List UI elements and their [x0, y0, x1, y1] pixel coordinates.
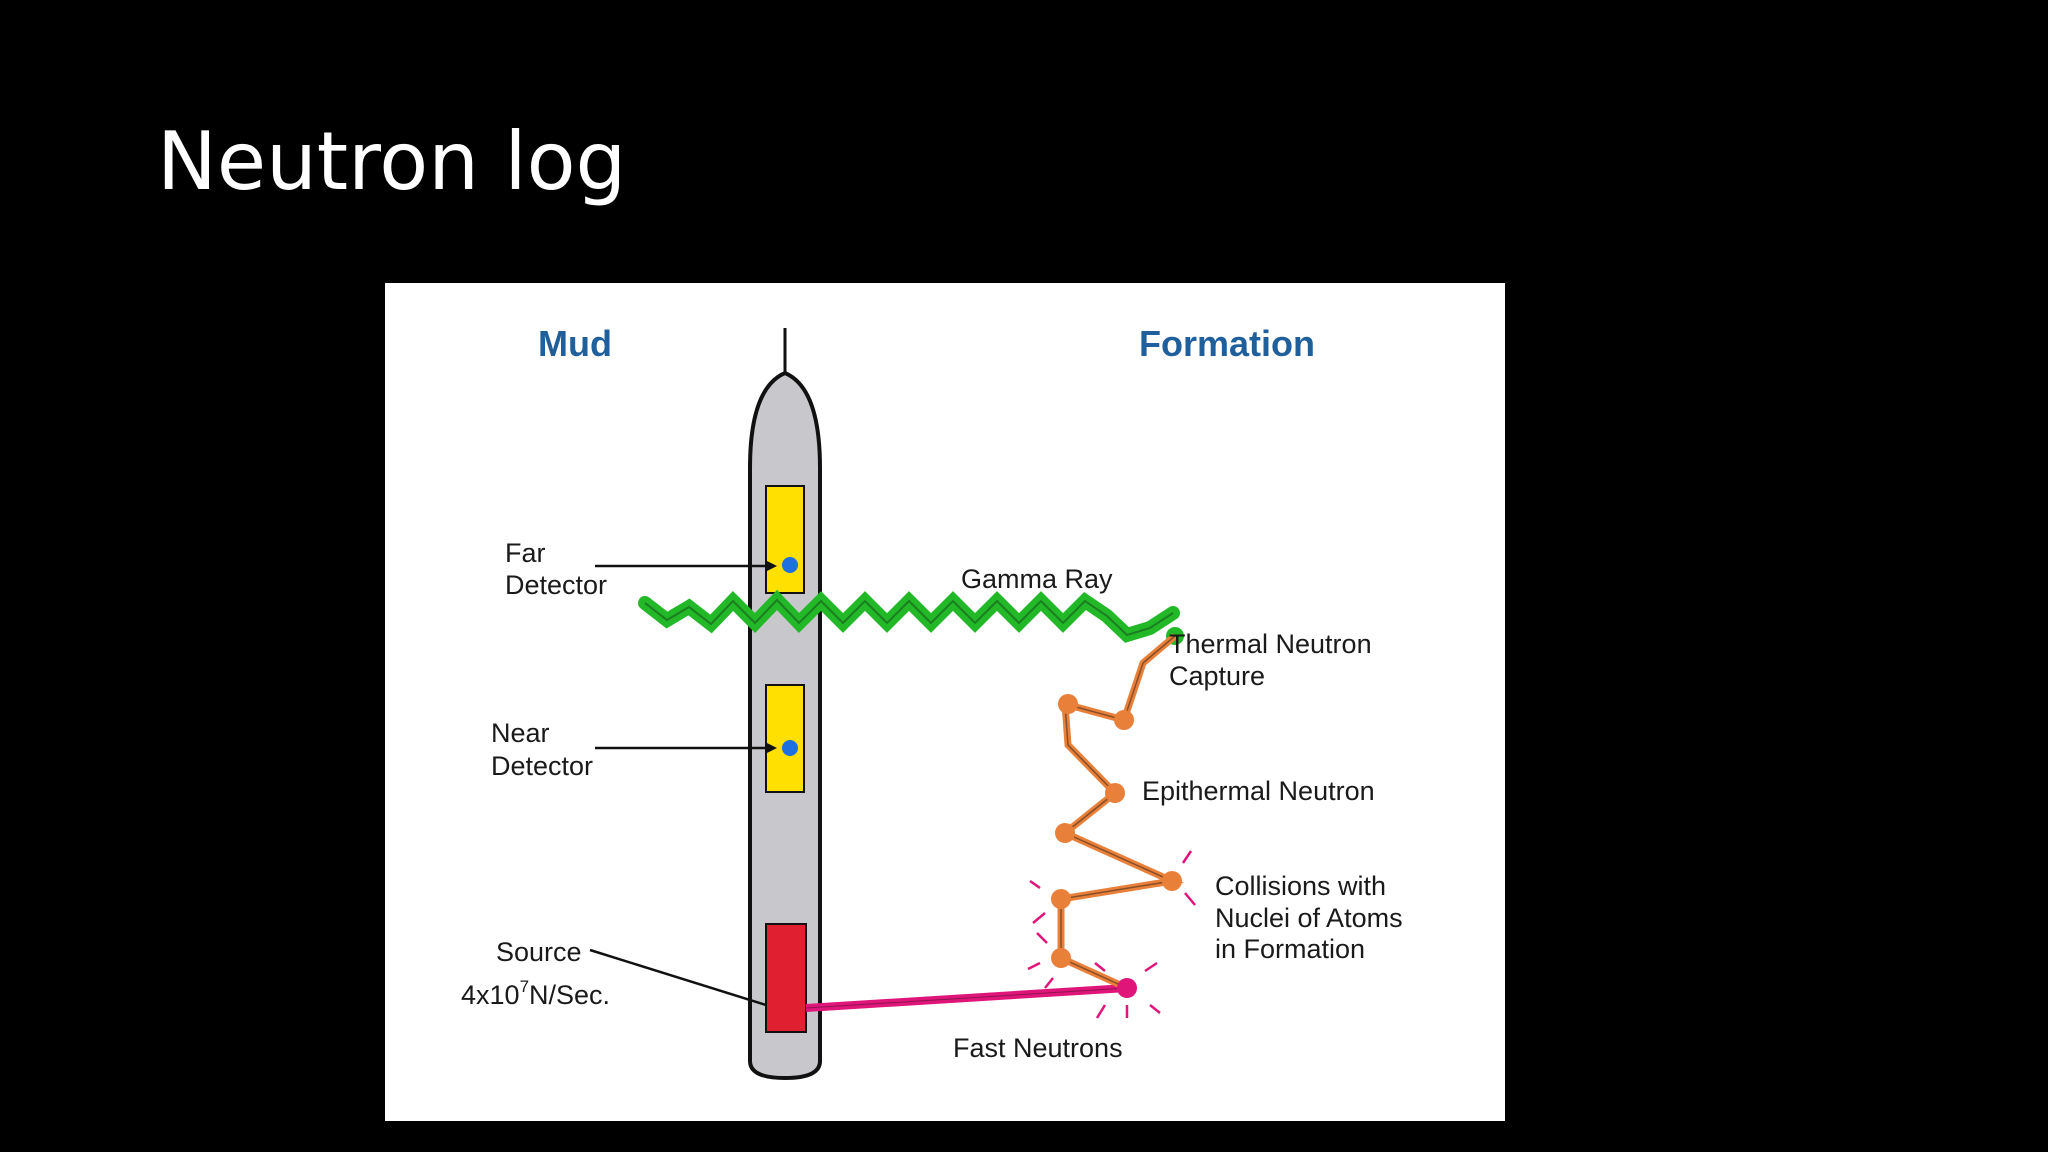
source-label: Source — [496, 937, 582, 967]
near-detector-label-1: Near — [491, 718, 550, 748]
collision-node — [1162, 871, 1182, 891]
far-detector-dot — [782, 557, 798, 573]
far-detector — [765, 485, 805, 594]
collision-node — [1051, 889, 1071, 909]
neutron-scatter-path — [1057, 633, 1185, 992]
near-detector-label-2: Detector — [491, 751, 593, 781]
neutron-scatter-outline — [1060, 635, 1176, 989]
collision-sparkles — [1027, 850, 1196, 1019]
source-rate-label: 4x107N/Sec. — [461, 977, 610, 1010]
thermal-capture-label-1: Thermal Neutron — [1169, 629, 1372, 659]
neutron-source — [765, 923, 807, 1033]
collision-node — [1051, 948, 1071, 968]
formation-header: Formation — [1139, 323, 1315, 364]
fast-neutron-path — [805, 984, 1128, 1012]
fast-neutron-path-outline — [805, 987, 1128, 1009]
fast-neutron-collision — [1117, 978, 1137, 998]
collision-node — [1055, 823, 1075, 843]
neutron-log-diagram: Mud Formation — [385, 283, 1505, 1121]
near-detector-arrow — [595, 742, 777, 754]
source-rate-unit: N/Sec. — [529, 980, 610, 1010]
epithermal-neutron-label: Epithermal Neutron — [1142, 776, 1375, 806]
gamma-ray-outline — [644, 598, 1174, 637]
source-rate-base: 4x10 — [461, 980, 520, 1010]
collisions-label-3: in Formation — [1215, 934, 1365, 964]
source-leader-line — [589, 948, 767, 1007]
far-detector-label-2: Detector — [505, 570, 607, 600]
gamma-ray-label: Gamma Ray — [961, 564, 1113, 594]
near-detector — [765, 684, 805, 793]
near-detector-dot — [782, 740, 798, 756]
far-detector-label-1: Far — [505, 538, 546, 568]
gamma-ray-path — [638, 589, 1180, 643]
slide-title: Neutron log — [157, 115, 627, 208]
mud-header: Mud — [538, 323, 612, 364]
collision-node — [1105, 783, 1125, 803]
collision-node — [1114, 710, 1134, 730]
collisions-label-2: Nuclei of Atoms — [1215, 903, 1403, 933]
collision-node — [1058, 694, 1078, 714]
collisions-label-1: Collisions with — [1215, 871, 1386, 901]
diagram-canvas: Mud Formation — [461, 323, 1403, 1081]
fast-neutrons-label: Fast Neutrons — [953, 1033, 1123, 1063]
thermal-capture-label-2: Capture — [1169, 661, 1265, 691]
far-detector-arrow — [595, 560, 777, 572]
source-rate-exponent: 7 — [520, 977, 529, 996]
